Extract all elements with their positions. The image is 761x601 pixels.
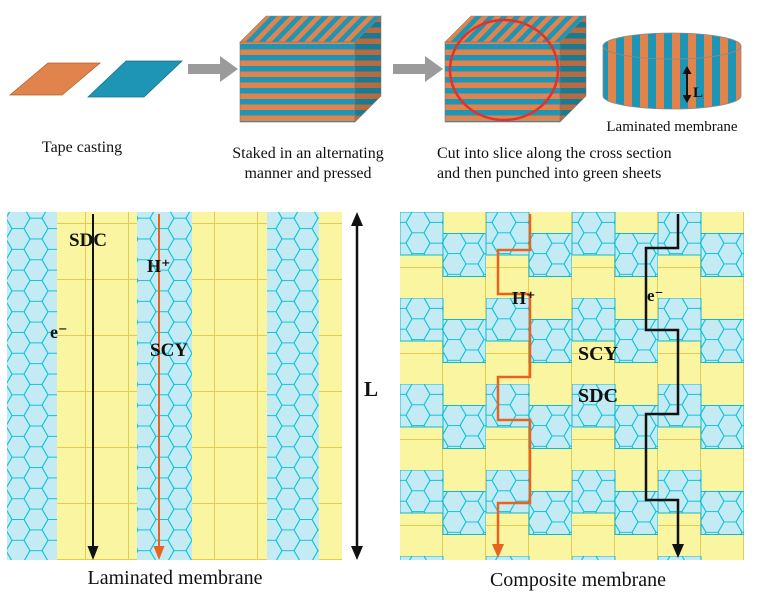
thickness-measure-arrow [351,212,363,560]
composite-microstructure [400,212,744,560]
cut-label-line2: and then punched into green sheets [437,165,661,182]
composite-caption: Composite membrane [490,569,666,591]
scy-label: SCY [578,343,619,365]
stack-front-face [239,41,356,123]
scy-label: SCY [150,340,188,361]
proton-zigzag-arrow [492,214,532,558]
sdc-band [192,212,267,560]
sdc-band [57,212,137,560]
arrow-right-icon [393,56,443,82]
laminated-disc: L Laminated membrane [602,32,742,135]
proton-label: H⁺ [147,256,171,276]
orange-tape-sheet [8,62,102,96]
disc-label: Laminated membrane [606,119,738,135]
process-row: Tape casting Staked in an alternating ma… [8,15,742,182]
sdc-label: SDC [69,230,107,251]
electron-label: e⁻ [647,286,664,305]
blue-tape-sheet [86,60,184,98]
electron-zigzag-arrow [644,214,684,558]
disc-top-face [602,32,742,60]
scy-band [7,212,57,560]
disc-thickness-label: L [693,85,703,101]
scy-band [267,212,319,560]
stack-label-line1: Staked in an alternating [232,145,384,162]
tape-casting-step: Tape casting [8,60,184,156]
stacked-layers-box [239,15,382,123]
sdc-band [319,212,342,560]
laminated-membrane-panel: SDC H⁺ e⁻ SCY L Laminated membrane [7,212,378,589]
sdc-label: SDC [578,385,618,407]
proton-path-arrow [153,214,165,560]
stack-label-line2: manner and pressed [244,165,371,182]
arrow-right-icon [188,56,238,82]
disc-thickness-arrow-icon [682,66,692,103]
electron-label: e⁻ [50,322,68,342]
cut-label-line1: Cut into slice along the cross section [437,145,672,162]
thickness-label: L [364,377,378,401]
disc-body [602,45,742,110]
electron-path-arrow [87,214,99,560]
proton-label: H⁺ [512,288,536,308]
tape-casting-label: Tape casting [42,139,122,156]
cut-circle [448,18,560,122]
laminated-caption: Laminated membrane [88,567,263,589]
scy-band [137,212,192,560]
composite-membrane-panel: H⁺ e⁻ SCY SDC Composite membrane [400,212,744,591]
